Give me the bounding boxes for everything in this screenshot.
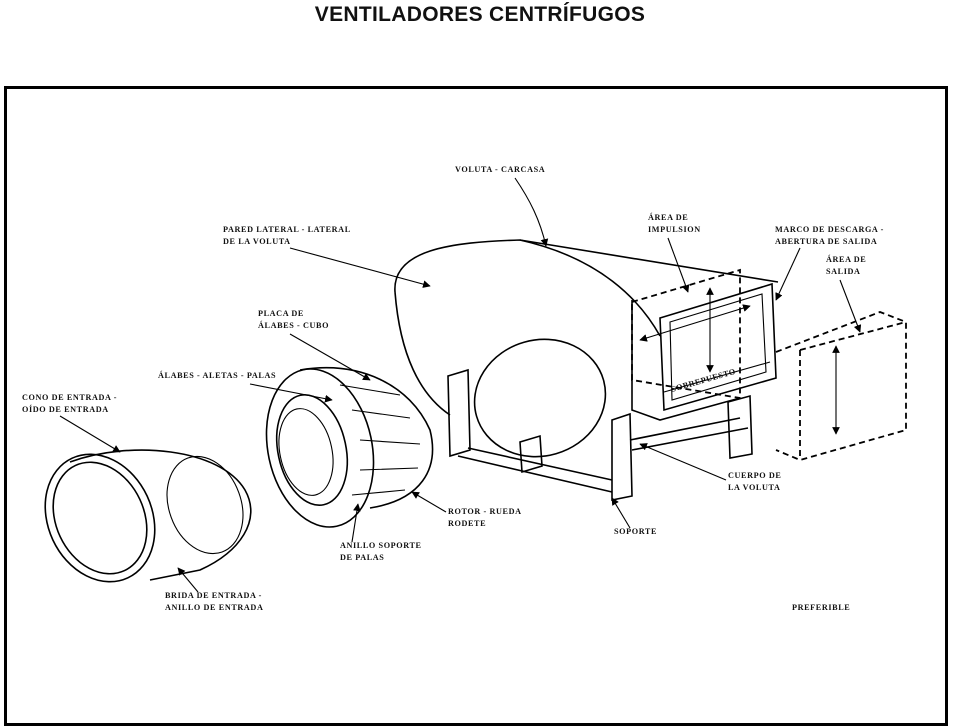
- arrow-pared: [289, 247, 431, 288]
- arrow-rotor: [411, 491, 447, 513]
- discharge-frame: SOBREPUESTO: [659, 282, 777, 412]
- label-cono-1: CONO DE ENTRADA -: [22, 393, 117, 402]
- dim-impulse-width: [639, 304, 751, 342]
- arrow-soporte: [611, 497, 631, 529]
- label-cuerpo-2: LA VOLUTA: [728, 483, 780, 492]
- label-cono-2: OÍDO DE ENTRADA: [22, 404, 109, 414]
- arrow-placa: [289, 333, 371, 381]
- label-brida-2: ANILLO DE ENTRADA: [165, 603, 263, 612]
- label-alabes: ÁLABES - ALETAS - PALAS: [158, 370, 276, 380]
- label-anillo-1: ANILLO SOPORTE: [340, 541, 422, 550]
- label-soporte: SOPORTE: [614, 527, 657, 536]
- label-marco-1: MARCO DE DESCARGA -: [775, 225, 884, 234]
- inlet-cone: [44, 449, 252, 583]
- arrow-marco: [775, 247, 801, 301]
- label-marco-2: ABERTURA DE SALIDA: [775, 237, 877, 246]
- label-voluta: VOLUTA - CARCASA: [455, 165, 545, 174]
- label-pared-2: DE LA VOLUTA: [223, 237, 291, 246]
- arrow-anillo: [351, 503, 361, 543]
- label-rotor-1: ROTOR - RUEDA: [448, 507, 522, 516]
- arrow-cono: [59, 415, 121, 453]
- arrow-cuerpo: [639, 443, 727, 481]
- label-pared-1: PARED LATERAL - LATERAL: [223, 225, 351, 234]
- label-area-sal-1: ÁREA DE: [826, 254, 866, 264]
- label-area-imp-2: IMPULSION: [648, 225, 701, 234]
- label-placa-2: ÁLABES - CUBO: [258, 320, 329, 330]
- label-anillo-2: DE PALAS: [340, 553, 384, 562]
- rotor-wheel: [265, 367, 434, 528]
- label-area-sal-2: SALIDA: [826, 267, 861, 276]
- arrow-area-sal: [839, 279, 862, 333]
- label-brida-1: BRIDA DE ENTRADA -: [165, 591, 262, 600]
- arrow-voluta: [514, 177, 549, 247]
- volute-housing: [394, 239, 779, 458]
- arrow-alabes: [249, 383, 333, 403]
- arrow-area-imp: [667, 237, 690, 293]
- label-rotor-2: RODETE: [448, 519, 486, 528]
- dimension-arrows: [639, 287, 840, 435]
- label-cuerpo-1: CUERPO DE: [728, 471, 781, 480]
- label-preferible: PREFERIBLE: [792, 603, 850, 612]
- support-frame: [447, 368, 753, 501]
- slide-title: VENTILADORES CENTRÍFUGOS: [314, 3, 646, 26]
- sobrepuesto-label: SOBREPUESTO: [670, 367, 737, 394]
- label-area-imp-1: ÁREA DE: [648, 212, 688, 222]
- leader-arrows: [59, 177, 862, 593]
- arrow-brida: [177, 567, 199, 593]
- label-placa-1: PLACA DE: [258, 309, 304, 318]
